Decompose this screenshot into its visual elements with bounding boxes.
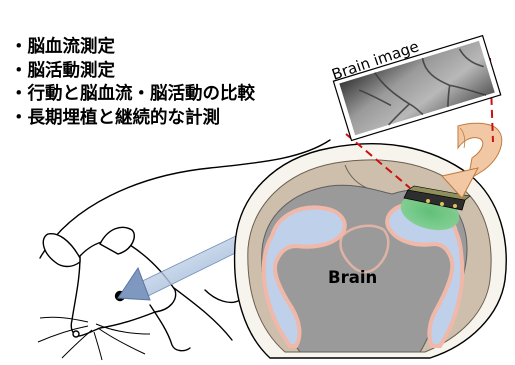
feature-item: ・長期埋植と継続的な計測 xyxy=(10,107,255,131)
feature-item: ・行動と脳血流・脳活動の比較 xyxy=(10,83,255,107)
feature-item: ・脳血流測定 xyxy=(10,36,255,60)
feature-item: ・脳活動測定 xyxy=(10,60,255,84)
feature-list: ・脳血流測定 ・脳活動測定 ・行動と脳血流・脳活動の比較 ・長期埋植と継続的な計… xyxy=(10,36,255,130)
brain-label: Brain xyxy=(328,268,377,287)
